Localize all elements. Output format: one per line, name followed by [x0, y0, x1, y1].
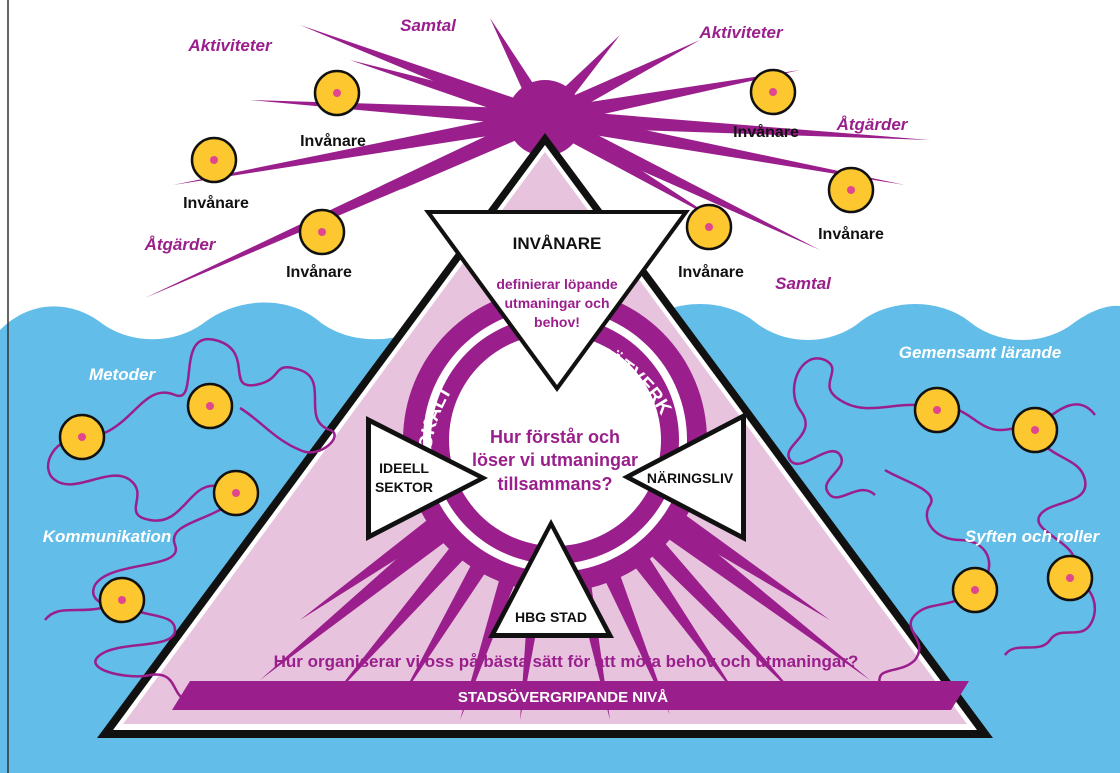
invanare-node-label: Invånare	[818, 225, 884, 243]
hbg-stad-label: HBG STAD	[515, 609, 587, 625]
citizen-node	[1046, 554, 1094, 602]
citizen-node	[951, 566, 999, 614]
citizen-node	[212, 469, 260, 517]
invanare-line-2: utmaningar och	[504, 295, 609, 311]
ideell-sektor-line-1: IDEELL	[379, 460, 429, 476]
ideell-sektor-triangle	[371, 424, 478, 533]
citizen-node	[827, 166, 875, 214]
citizen-node	[298, 208, 346, 256]
invanare-line-1: definierar löpande	[496, 276, 618, 292]
label-syften-och-roller: Syften och roller	[965, 527, 1101, 546]
citizen-node	[313, 69, 361, 117]
naringsliv-label: NÄRINGSLIV	[647, 470, 734, 486]
sun-core	[507, 80, 583, 156]
citizen-node	[58, 413, 106, 461]
citizen-node	[749, 68, 797, 116]
invanare-node-label: Invånare	[733, 123, 799, 141]
citizen-nodes	[58, 68, 1094, 624]
label-metoder: Metoder	[89, 365, 157, 384]
sun-ray	[544, 109, 930, 140]
sea-left-network-line	[44, 337, 336, 702]
sea-right-network-line	[787, 357, 1097, 686]
center-circle	[449, 334, 661, 546]
label-samtal-right: Samtal	[775, 274, 832, 293]
invanare-node-label: Invånare	[183, 194, 249, 212]
stadsovergripande-banner	[172, 681, 969, 710]
label-aktiviteter-right: Aktiviteter	[698, 23, 784, 42]
center-question-line-2: löser vi utmaningar	[472, 450, 638, 470]
citizen-node	[190, 136, 238, 184]
invanare-line-3: behov!	[534, 314, 580, 330]
citizen-node	[1011, 406, 1059, 454]
invanare-triangle	[432, 214, 682, 385]
center-question-line-1: Hur förstår och	[490, 427, 620, 447]
sun-rays	[145, 18, 930, 298]
label-kommunikation: Kommunikation	[43, 527, 171, 546]
naringsliv-triangle	[632, 420, 741, 534]
invanare-node-label: Invånare	[300, 132, 366, 150]
sun-ray	[541, 109, 820, 250]
invanare-node-label: Invånare	[678, 263, 744, 281]
sun-ray	[543, 70, 800, 127]
hbg-stad-triangle	[496, 528, 606, 633]
invanare-title: INVÅNARE	[513, 234, 602, 253]
label-atgarder-left: Åtgärder	[144, 235, 217, 254]
label-gemensamt-larande: Gemensamt lärande	[899, 343, 1062, 362]
sun-ray	[173, 109, 547, 185]
ideell-sektor-line-2: SEKTOR	[375, 479, 433, 495]
sun-ray	[350, 60, 548, 127]
sun-ray	[543, 109, 905, 185]
invanare-node-label: Invånare	[286, 263, 352, 281]
citizen-node	[186, 382, 234, 430]
center-question-line-3: tillsammans?	[497, 474, 612, 494]
organisation-question: Hur organiserar vi oss på bästa sätt för…	[274, 652, 859, 671]
label-aktiviteter-left: Aktiviteter	[187, 36, 273, 55]
citizen-node	[685, 203, 733, 251]
citizen-node	[913, 386, 961, 434]
citizen-node	[98, 576, 146, 624]
stadsovergripande-label: STADSÖVERGRIPANDE NIVÅ	[458, 689, 668, 706]
label-samtal-top: Samtal	[400, 16, 457, 35]
sun-ray	[145, 109, 549, 298]
label-atgarder-right: Åtgärder	[836, 115, 909, 134]
